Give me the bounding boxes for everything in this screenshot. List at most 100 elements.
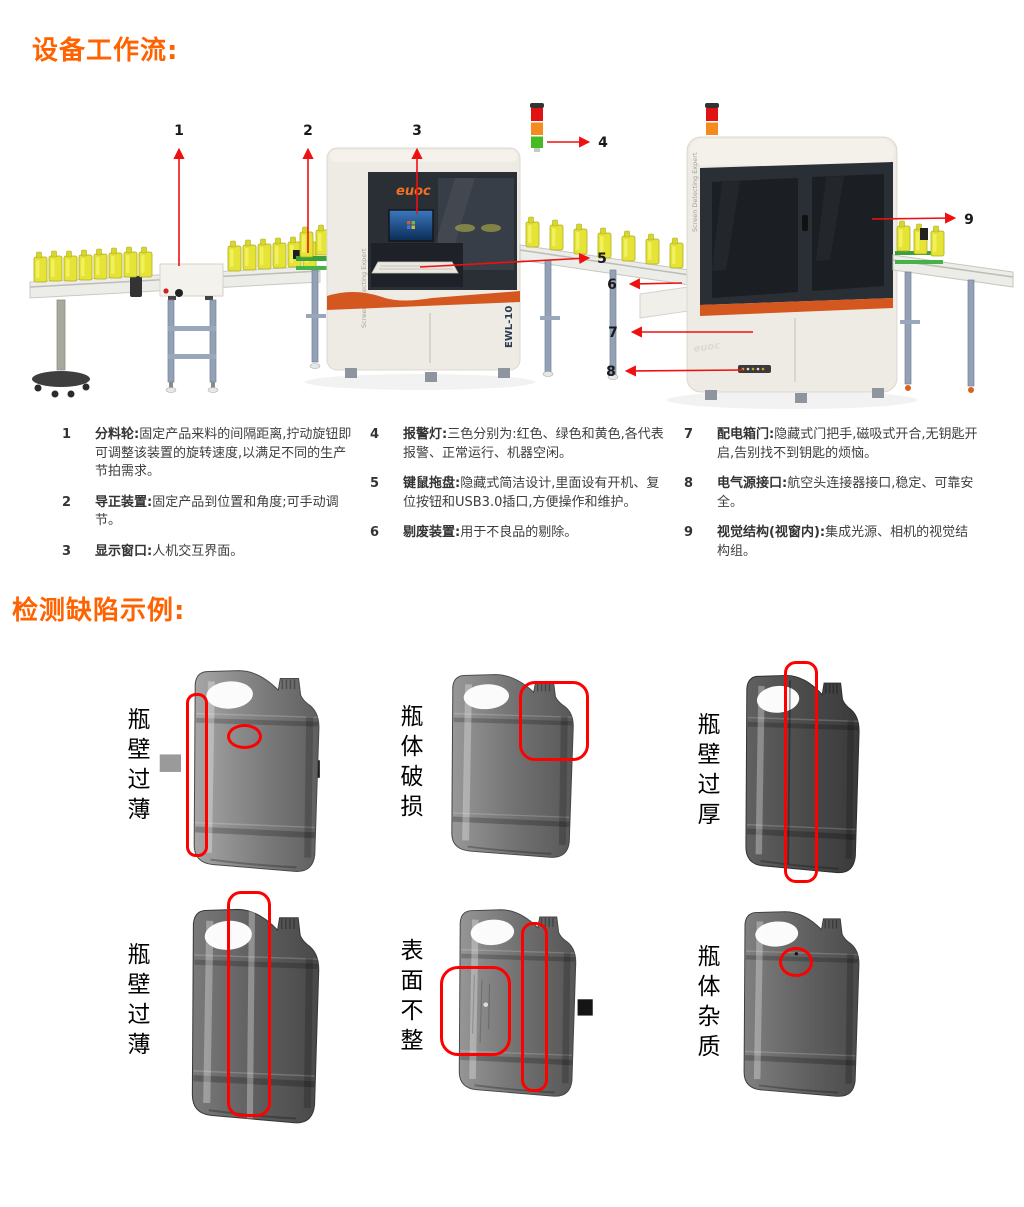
brand-logo-embossed: euoc	[693, 340, 721, 355]
bottle-image	[733, 674, 871, 874]
legend-column-2: 4 报警灯:三色分别为:红色、绿色和黄色,各代表报警、正常运行、机器空闲。 5 …	[370, 426, 666, 555]
legend-item-desc: 固定产品来料的间隔距离,拧动旋钮即可调整该装置的旋转速度,以满足不同的生产节拍需…	[95, 427, 352, 479]
legend-item-number: 6	[370, 525, 380, 540]
callout-number: 7	[608, 325, 618, 341]
bottle-image	[159, 670, 332, 872]
callout-line-6	[628, 278, 683, 290]
legend-column-1: 1 分料轮:固定产品来料的间隔距离,拧动旋钮即可调整该装置的旋转速度,以满足不同…	[62, 426, 358, 573]
machine-tagline: Screen Detecting Expert	[360, 248, 368, 328]
legend-item-term: 键鼠拖盘:	[403, 476, 461, 491]
guiding-device	[293, 224, 342, 369]
display-screen	[388, 209, 434, 242]
legend-item-desc: 人机交互界面。	[152, 543, 244, 559]
defect-example-1: 瓶壁过薄	[120, 655, 335, 890]
defect-label: 瓶体杂质	[693, 944, 719, 1064]
callout-line-9	[871, 212, 957, 224]
callouts	[173, 136, 957, 377]
legend-item-term: 分料轮:	[95, 427, 140, 442]
workflow-illustration: euoc Screen Detecting Expert EWL-10	[29, 103, 1014, 409]
bottle-image	[178, 908, 332, 1124]
defect-annotation-rect	[440, 966, 511, 1056]
yellow-bottles-row	[33, 246, 153, 283]
defect-annotation-rect	[784, 661, 818, 883]
legend-item-term: 剔废装置:	[403, 525, 461, 540]
legend-item-number: 8	[684, 476, 694, 491]
defect-annotation-rect	[186, 693, 208, 857]
door-handle	[802, 215, 808, 231]
defect-label: 瓶体破损	[396, 704, 422, 824]
machine-tagline: Screen Detecting Expert	[691, 152, 699, 232]
distribution-wheel-unit	[159, 263, 224, 393]
reject-conveyor	[519, 216, 711, 380]
defect-label: 表面不整	[396, 938, 422, 1058]
callout-number: 3	[412, 123, 422, 139]
vision-window-left	[712, 178, 798, 298]
bottle-image	[446, 909, 593, 1097]
infeed-conveyor	[29, 236, 321, 398]
callout-number: 4	[598, 135, 608, 151]
callout-number: 8	[606, 364, 616, 380]
machine-shadow	[305, 374, 535, 390]
callout-number: 5	[597, 251, 607, 267]
legend-item-number: 9	[684, 525, 694, 540]
defect-example-5: 表面不整	[392, 895, 593, 1110]
defect-label: 瓶壁过厚	[693, 712, 719, 832]
vision-window-right	[812, 174, 884, 291]
legend-item: 6 剔废装置:用于不良品的剔除。	[370, 524, 666, 543]
legend-item-term: 配电箱门:	[717, 427, 775, 442]
defect-annotation-rect	[227, 891, 271, 1117]
callout-number: 6	[607, 277, 617, 293]
orange-stripe	[327, 291, 520, 310]
defect-annotation-rect	[521, 922, 548, 1092]
callout-number: 9	[964, 212, 974, 228]
bottle-image	[731, 911, 871, 1097]
inspection-machine-rear: Screen Detecting Expert euoc	[686, 136, 898, 403]
legend-item: 4 报警灯:三色分别为:红色、绿色和黄色,各代表报警、正常运行、机器空闲。	[370, 426, 666, 463]
legend-item: 8 电气源接口:航空头连接器接口,稳定、可靠安全。	[684, 475, 980, 512]
defect-label: 瓶壁过薄	[123, 707, 149, 827]
legend-item-number: 4	[370, 427, 380, 442]
legend-item-desc: 航空头连接器接口,稳定、可靠安全。	[717, 476, 974, 510]
legend-item-term: 报警灯:	[403, 427, 448, 442]
legend-item-term: 导正装置:	[95, 494, 153, 510]
legend-item-number: 1	[62, 427, 72, 442]
signal-tower-light-icon	[530, 103, 544, 152]
legend-item-number: 5	[370, 476, 380, 491]
callout-line-5	[419, 252, 591, 268]
callout-number: 2	[303, 123, 313, 139]
legend-item-term: 电气源接口:	[717, 476, 788, 491]
defect-annotation-circle	[779, 947, 813, 977]
defect-annotation-ellipse	[227, 724, 262, 749]
machine-shadow	[667, 391, 917, 409]
inspection-machine: euoc Screen Detecting Expert EWL-10	[326, 147, 521, 382]
legend-item-term: 显示窗口:	[95, 543, 153, 559]
legend-item-desc: 集成光源、相机的视觉结构组。	[717, 525, 969, 559]
callout-number: 1	[174, 123, 184, 139]
legend-column-3: 7 配电箱门:隐藏式门把手,磁吸式开合,无钥匙开启,告别找不到钥匙的烦恼。 8 …	[684, 426, 980, 573]
defect-label: 瓶壁过薄	[123, 942, 149, 1062]
legend-item: 1 分料轮:固定产品来料的间隔距离,拧动旋钮即可调整该装置的旋转速度,以满足不同…	[62, 426, 358, 482]
legend-item-number: 3	[62, 543, 72, 559]
legend-item-number: 7	[684, 427, 694, 442]
callout-line-8	[624, 365, 744, 377]
defect-annotation-rect	[519, 681, 589, 761]
legend-item-term: 视觉结构(视窗内):	[717, 525, 826, 540]
legend-item-desc: 隐藏式简洁设计,里面设有开机、复位按钮和USB3.0插口,方便操作和维护。	[403, 476, 660, 510]
outfeed-conveyor	[892, 220, 1014, 393]
legend-item: 9 视觉结构(视窗内):集成光源、相机的视觉结构组。	[684, 524, 980, 561]
brand-logo: euoc	[396, 184, 431, 199]
windows-logo-icon	[407, 221, 415, 229]
legend-item-desc: 用于不良品的剔除。	[460, 525, 578, 540]
legend-item-desc: 三色分别为:红色、绿色和黄色,各代表报警、正常运行、机器空闲。	[403, 427, 664, 461]
defect-example-6: 瓶体杂质	[690, 895, 875, 1110]
callout-numbers: 1 2 3 4 5 6 7 8 9	[174, 123, 974, 380]
legend-item: 7 配电箱门:隐藏式门把手,磁吸式开合,无钥匙开启,告别找不到钥匙的烦恼。	[684, 426, 980, 463]
model-label: EWL-10	[504, 306, 515, 348]
workflow-section-title: 设备工作流:	[32, 36, 179, 66]
power-connector-panel	[738, 365, 771, 373]
defect-example-3: 瓶壁过厚	[690, 655, 875, 890]
legend-item: 5 键鼠拖盘:隐藏式简洁设计,里面设有开机、复位按钮和USB3.0插口,方便操作…	[370, 475, 666, 512]
orange-stripe	[700, 298, 893, 316]
defect-example-2: 瓶体破损	[392, 660, 592, 875]
legend-item-number: 2	[62, 494, 72, 510]
